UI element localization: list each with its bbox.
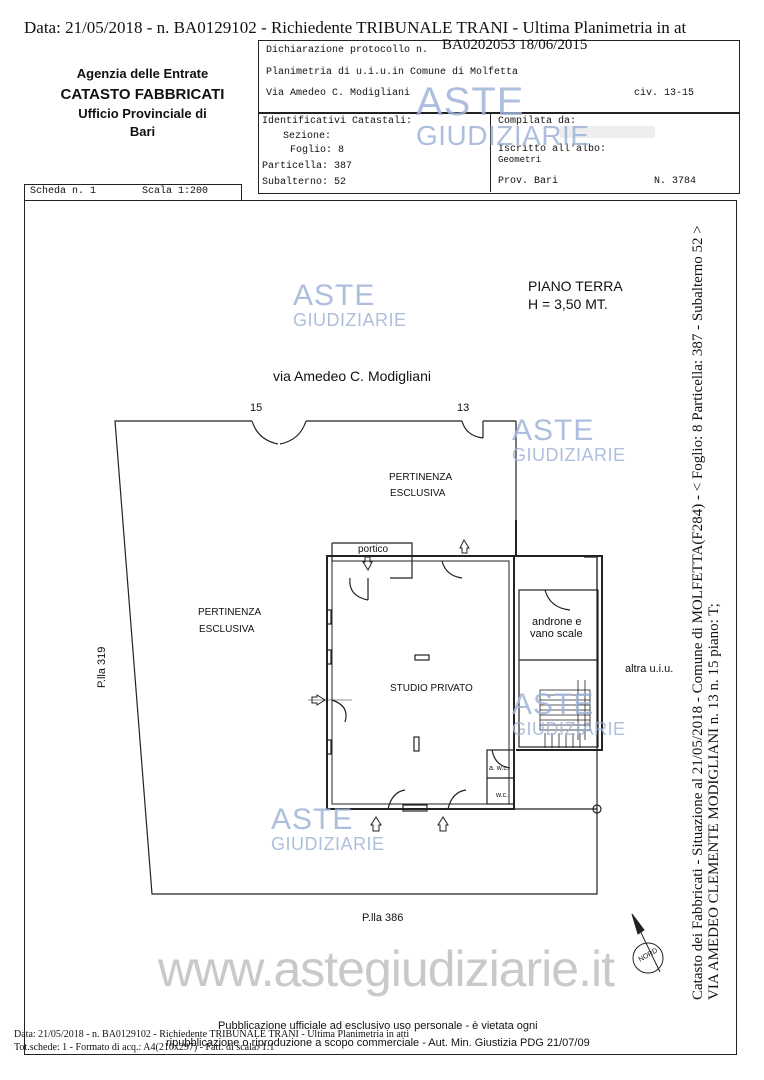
ufficio-label: Ufficio Provinciale di: [78, 106, 207, 121]
scala-label: Scala 1:200: [142, 186, 209, 197]
height-label: H = 3,50 MT.: [528, 296, 608, 312]
albo-number: N. 3784: [654, 176, 697, 187]
pertinenza-left-2: ESCLUSIVA: [199, 624, 255, 635]
identifiers-label: Identificativi Catastali:: [262, 116, 413, 127]
protocol-label: Dichiarazione protocollo n.: [266, 45, 429, 56]
drawing-frame: [24, 200, 737, 1055]
sezione-label: Sezione:: [283, 131, 332, 142]
watermark-header: ASTE GIUDIZIARIE: [416, 82, 590, 150]
subalterno-label: Subalterno: 52: [262, 177, 347, 188]
publication-notice-1: Pubblicazione ufficiale ad esclusivo uso…: [218, 1020, 538, 1032]
prov-label: Prov. Bari: [498, 176, 559, 187]
altra-uiu-label: altra u.i.u.: [625, 663, 674, 675]
watermark-aste: ASTE: [512, 688, 595, 721]
watermark-plan-1: ASTE GIUDIZIARIE: [293, 279, 407, 330]
redacted-name: [560, 126, 655, 138]
watermark-aste: ASTE: [512, 414, 595, 447]
watermark-giudiziarie: GIUDIZIARIE: [512, 719, 626, 739]
scheda-label: Scheda n. 1: [30, 186, 97, 197]
pertinenza-top-1: PERTINENZA: [389, 472, 453, 483]
pertinenza-top-2: ESCLUSIVA: [390, 488, 446, 499]
watermark-aste: ASTE: [416, 80, 525, 124]
wc-label-1: a. w.c.: [489, 765, 509, 772]
publication-notice-2: ripubblicazione o riproduzione a scopo c…: [166, 1037, 590, 1049]
ufficio-city: Bari: [129, 124, 156, 139]
compilata-label: Compilata da:: [498, 116, 577, 127]
studio-label: STUDIO PRIVATO: [390, 683, 473, 694]
pertinenza-left-1: PERTINENZA: [198, 607, 262, 618]
side-text-2: VIA AMEDEO CLEMENTE MODIGLIANI n. 13 n. …: [706, 603, 722, 1000]
top-line: Data: 21/05/2018 - n. BA0129102 - Richie…: [24, 18, 687, 37]
watermark-aste: ASTE: [271, 803, 354, 836]
watermark-giudiziarie: GIUDIZIARIE: [512, 445, 626, 465]
geometri-label: Geometri: [498, 155, 542, 165]
agency-name: Agenzia delle Entrate: [76, 66, 209, 81]
floor-label: PIANO TERRA: [528, 278, 623, 294]
header-divider: [490, 112, 491, 192]
footer-line-1: Data: 21/05/2018 - n. BA0129102 - Richie…: [14, 1029, 410, 1040]
planimetry-label: Planimetria di u.i.u.in Comune di Molfet…: [266, 67, 519, 78]
civ-label: civ. 13-15: [634, 88, 695, 99]
catasto-title: CATASTO FABBRICATI: [60, 86, 225, 103]
particella-label: Particella: 387: [262, 161, 353, 172]
header-top-box: [258, 40, 740, 114]
side-text-1: Catasto dei Fabbricati - Situazione al 2…: [690, 225, 706, 1000]
plla-left-label: P.lla 319: [96, 646, 108, 688]
watermark-giudiziarie: GIUDIZIARIE: [416, 120, 590, 151]
wc-label-2: w.c.: [496, 792, 509, 799]
androne-label-1: androne e: [532, 616, 582, 628]
watermark-aste: ASTE: [293, 279, 376, 312]
portico-label: portico: [358, 544, 389, 555]
civic-15: 15: [250, 402, 263, 414]
plla-bottom-label: P.lla 386: [362, 912, 404, 924]
watermark-giudiziarie: GIUDIZIARIE: [271, 834, 385, 854]
street-label: via Amedeo C. Modigliani: [273, 368, 431, 384]
watermark-plan-2: ASTE GIUDIZIARIE: [512, 414, 626, 465]
civic-13: 13: [457, 402, 470, 414]
address-label: Via Amedeo C. Modigliani: [266, 88, 411, 99]
header-id-box: [258, 112, 740, 194]
footer-line-2: Tot.schede: 1 - Formato di acq.: A4(210x…: [14, 1042, 275, 1053]
protocol-number: BA0202053 18/06/2015: [442, 37, 588, 53]
androne-label-2: vano scale: [530, 628, 583, 640]
watermark-site: www.astegiudiziarie.it: [158, 941, 615, 997]
watermark-plan-4: ASTE GIUDIZIARIE: [271, 803, 385, 854]
watermark-plan-3: ASTE GIUDIZIARIE: [512, 688, 626, 739]
foglio-label: Foglio: 8: [290, 145, 345, 156]
iscritto-label: Iscritto all'albo:: [498, 144, 607, 155]
watermark-giudiziarie: GIUDIZIARIE: [293, 310, 407, 330]
